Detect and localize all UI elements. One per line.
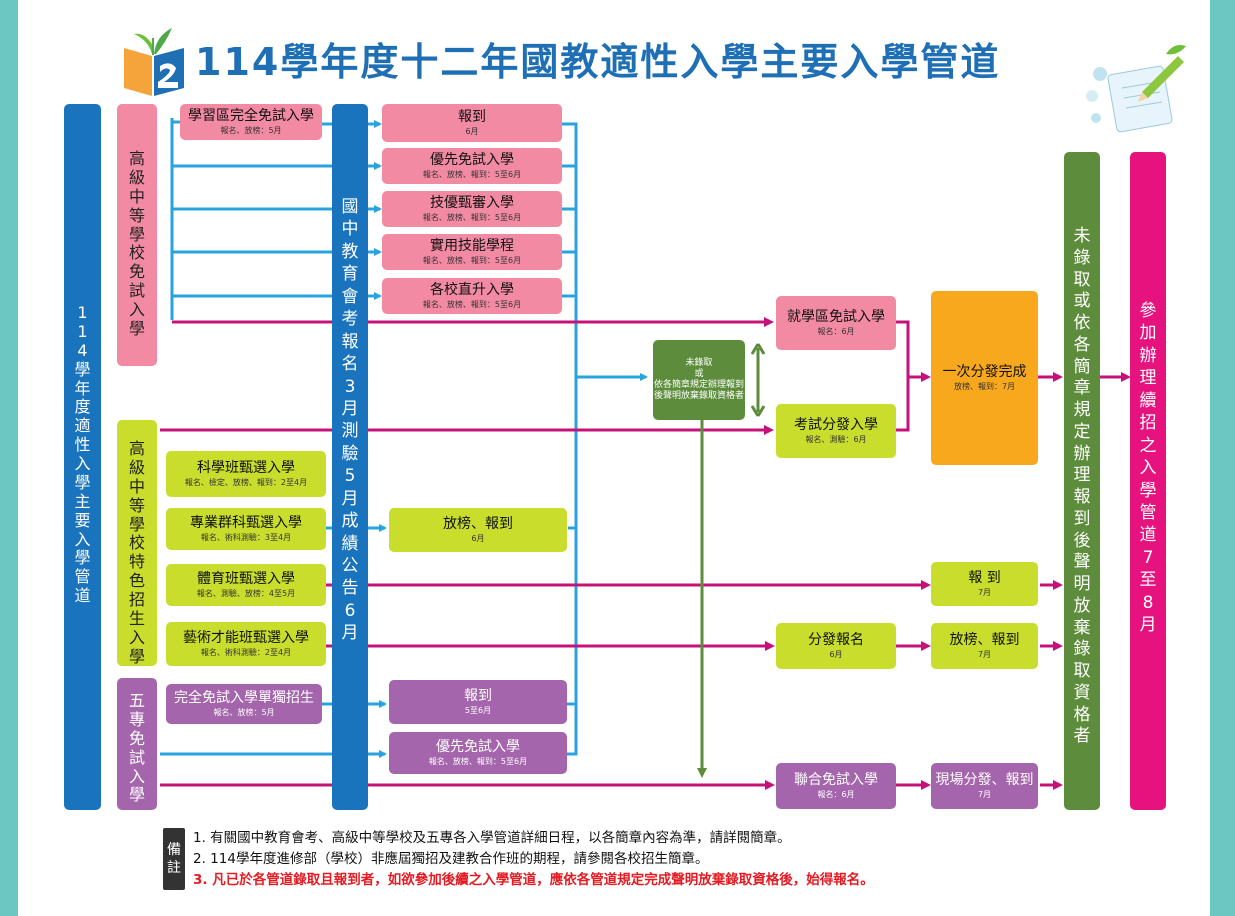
joint-free-box: 聯合免試入學 報名：6月: [776, 763, 896, 809]
district-free-box: 學習區完全免試入學 報名、放榜：5月: [180, 104, 322, 140]
high-free-label: 高級中等學校免試入學: [128, 149, 145, 338]
tech-review-sub: 報名、放榜、報到：5至6月: [422, 213, 522, 222]
not-admitted-l2: 或: [694, 369, 704, 379]
practical-sub: 報名、放榜、報到：5至6月: [422, 256, 522, 265]
jc-single-sub: 報名、放榜：5月: [213, 708, 275, 717]
jc-report-box: 報到 5至6月: [389, 680, 567, 724]
book-logo-icon: [124, 28, 184, 96]
jc-priority-sub: 報名、放榜、報到：5至6月: [428, 757, 528, 766]
science-title: 科學班甄選入學: [197, 460, 295, 476]
high-special-label: 高級中等學校特色招生入學: [128, 439, 145, 666]
jc-report-title: 報到: [464, 688, 492, 704]
report-7-box: 報 到 7月: [931, 562, 1038, 606]
science-box: 科學班甄選入學 報名、檢定、放榜、報到：2至4月: [166, 451, 326, 497]
report-6-title: 報到: [458, 109, 486, 125]
science-sub: 報名、檢定、放榜、報到：2至4月: [184, 478, 308, 487]
junior-college-label: 五專免試入學: [128, 691, 145, 805]
release-6-sub: 6月: [471, 534, 485, 543]
sports-box: 體育班甄選入學 報名、測驗、放榜：4至5月: [166, 564, 326, 606]
practical-title: 實用技能學程: [430, 238, 514, 254]
priority-free-sub: 報名、放榜、報到：5至6月: [422, 170, 522, 179]
onsite-box: 現場分發、報到 7月: [931, 763, 1038, 809]
district-free-sub: 報名、放榜：5月: [220, 126, 282, 135]
exam-dist-sub: 報名、測驗：6月: [805, 435, 867, 444]
release-7-sub: 7月: [977, 650, 992, 659]
direct-up-title: 各校直升入學: [430, 282, 514, 298]
notes-section: 備註 1. 有關國中教育會考、高級中等學校及五專各入學管道詳細日程，以各簡章內容…: [163, 826, 1123, 896]
report-6-sub: 6月: [465, 127, 479, 136]
release-7-box: 放榜、報到 7月: [931, 623, 1038, 669]
practical-box: 實用技能學程 報名、放榜、報到：5至6月: [382, 234, 562, 270]
dist-reg-box: 分發報名 6月: [776, 623, 896, 669]
dist-reg-title: 分發報名: [808, 632, 864, 648]
area-free-title: 就學區免試入學: [787, 309, 885, 325]
main-channels-bar: 114學年度適性入學主要入學管道: [64, 104, 101, 810]
area-free-sub: 報名：6月: [817, 327, 855, 336]
not-admitted-l1: 未錄取: [685, 358, 713, 368]
not-admitted-box: 未錄取 或 依各簡章規定辦理報到 後聲明放棄錄取資格者: [653, 340, 745, 420]
jc-priority-box: 優先免試入學 報名、放榜、報到：5至6月: [389, 732, 567, 774]
not-admitted-bar: 未錄取 或 依各簡章規定辦理報到後聲明放棄錄取資格者: [1064, 152, 1100, 810]
junior-college-group: 五專免試入學: [117, 678, 157, 810]
onsite-sub: 7月: [977, 790, 992, 799]
exam-dist-title: 考試分發入學: [794, 417, 878, 433]
release-6-box: 放榜、報到 6月: [389, 508, 567, 552]
page-title: 114學年度十二年國教適性入學主要入學管道: [195, 40, 1001, 84]
high-special-group: 高級中等學校特色招生入學: [117, 420, 157, 666]
notes-tag-label: 備註: [167, 842, 181, 876]
report-7-title: 報 到: [968, 570, 1001, 586]
one-dist-title: 一次分發完成: [942, 364, 1027, 380]
main-channels-label: 114學年度適性入學主要入學管道: [74, 303, 91, 606]
continued-enrollment-bar: 參加辦理續招之入學管道7至8月: [1130, 152, 1166, 810]
direct-up-box: 各校直升入學 報名、放榜、報到：5至6月: [382, 278, 562, 314]
note-2: 2. 114學年度進修部（學校）非應屆獨招及建教合作班的期程，請參閱各校招生簡章…: [193, 851, 709, 867]
arts-title: 藝術才能班甄選入學: [183, 630, 309, 646]
sports-sub: 報名、測驗、放榜：4至5月: [196, 589, 296, 598]
professional-title: 專業群科甄選入學: [190, 515, 302, 531]
high-free-group: 高級中等學校免試入學: [117, 104, 157, 366]
direct-up-sub: 報名、放榜、報到：5至6月: [422, 300, 522, 309]
exam-bar-label: 國中教育會考 報名3月 測驗5月 成績公告6月: [341, 197, 359, 644]
report-6-box: 報到 6月: [382, 104, 562, 142]
priority-free-title: 優先免試入學: [430, 152, 514, 168]
exam-dist-box: 考試分發入學 報名、測驗：6月: [776, 404, 896, 458]
professional-box: 專業群科甄選入學 報名、術科測驗：3至4月: [166, 508, 326, 550]
note-3: 3. 凡已於各管道錄取且報到者，如欲參加後續之入學管道，應依各管道規定完成聲明放…: [193, 872, 874, 888]
notes-tag: 備註: [163, 828, 185, 890]
not-admitted-l4: 後聲明放棄錄取資格者: [653, 391, 744, 401]
dist-reg-sub: 6月: [829, 650, 843, 659]
exam-bar: 國中教育會考 報名3月 測驗5月 成績公告6月: [332, 104, 368, 810]
one-dist-sub: 放榜、報到：7月: [953, 382, 1016, 391]
sports-title: 體育班甄選入學: [197, 571, 295, 587]
one-dist-box: 一次分發完成 放榜、報到：7月: [931, 291, 1038, 465]
joint-free-sub: 報名：6月: [817, 790, 855, 799]
district-free-title: 學習區完全免試入學: [188, 108, 314, 124]
not-admitted-l3: 依各簡章規定辦理報到: [653, 380, 744, 390]
note-1: 1. 有關國中教育會考、高級中等學校及五專各入學管道詳細日程，以各簡章內容為準，…: [193, 830, 791, 846]
tech-review-box: 技優甄審入學 報名、放榜、報到：5至6月: [382, 191, 562, 227]
joint-free-title: 聯合免試入學: [794, 772, 878, 788]
notepad-pencil-icon: [1086, 45, 1186, 133]
continued-enrollment-label: 參加辦理續招之入學管道7至8月: [1139, 301, 1157, 636]
professional-sub: 報名、術科測驗：3至4月: [200, 533, 292, 542]
jc-report-sub: 5至6月: [464, 706, 492, 715]
arts-box: 藝術才能班甄選入學 報名、術科測驗：2至4月: [166, 622, 326, 666]
priority-free-box: 優先免試入學 報名、放榜、報到：5至6月: [382, 148, 562, 184]
jc-single-box: 完全免試入學單獨招生 報名、放榜：5月: [166, 684, 322, 724]
onsite-title: 現場分發、報到: [935, 772, 1034, 788]
jc-single-title: 完全免試入學單獨招生: [174, 690, 314, 706]
report-7-sub: 7月: [977, 588, 992, 597]
tech-review-title: 技優甄審入學: [430, 195, 514, 211]
arts-sub: 報名、術科測驗：2至4月: [200, 648, 292, 657]
not-admitted-bar-label: 未錄取 或 依各簡章規定辦理報到後聲明放棄錄取資格者: [1073, 226, 1091, 747]
release-6-title: 放榜、報到: [443, 516, 513, 532]
jc-priority-title: 優先免試入學: [436, 739, 520, 755]
area-free-box: 就學區免試入學 報名：6月: [776, 296, 896, 350]
release-7-title: 放榜、報到: [949, 632, 1020, 648]
